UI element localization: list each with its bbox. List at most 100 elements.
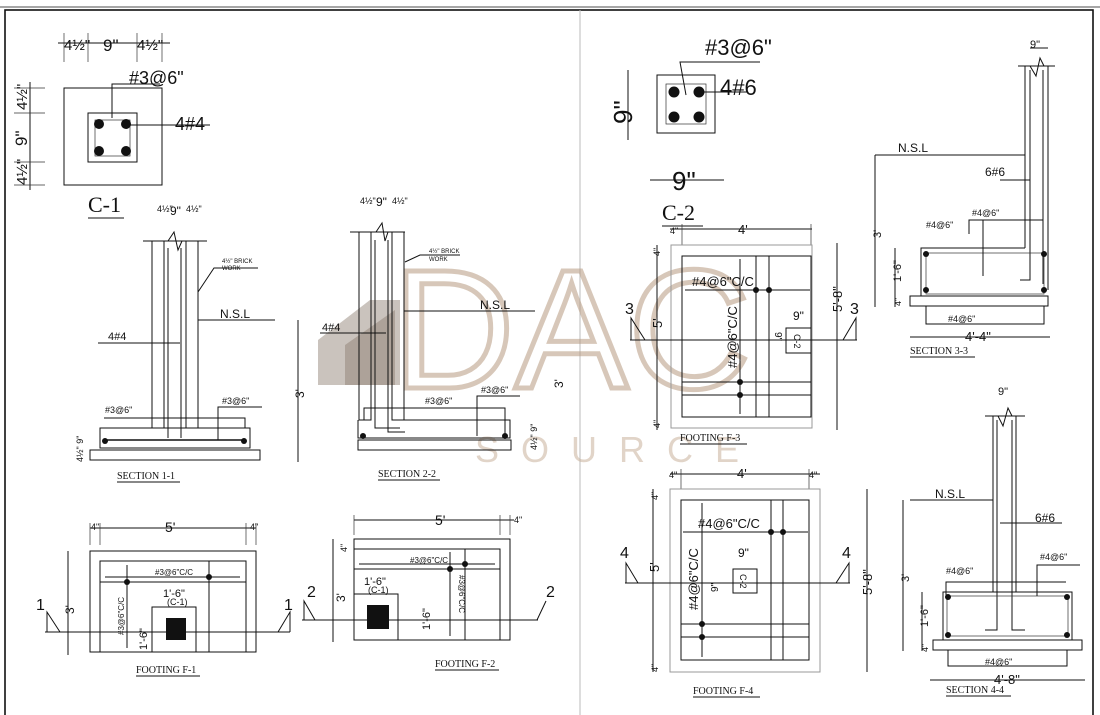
f4-offset-top: 4" [650,492,660,500]
c2-title: C-2 [662,200,695,225]
f2-height: 3' [334,593,348,602]
f1-width: 5' [165,519,175,535]
f2-width: 5' [435,512,445,528]
f3-section-mark-right: 3 [850,301,859,318]
f4-col-tag: C-2 [738,574,748,589]
s44-nsl-label: N.S.L [935,487,965,501]
section-2-2: 4½" 9" 4½" 4½" BRICK WORK N.S.L 4#4 #3@6… [320,195,566,481]
s11-tie-left: #3@6" [105,405,132,415]
f3-col-tag: C-2 [792,334,802,349]
s22-tie-left: #3@6" [425,396,452,406]
s11-dim-right: 4½" [186,204,202,214]
f1-height: 3' [63,605,77,614]
f3-offset-top: 4" [652,248,662,256]
s33-nsl-label: N.S.L [898,141,928,155]
f4-title: FOOTING F-4 [693,686,753,697]
f4-section-mark-left: 4 [620,545,629,562]
s22-depth: 4½" 9" [529,424,539,450]
s44-height: 3' [900,574,912,582]
f1-col-height: 1'-6" [138,628,150,650]
f2-col-height: 1'-6" [421,608,433,630]
f1-title: FOOTING F-1 [136,665,196,676]
f3-height: 5' [650,318,665,328]
s22-title: SECTION 2-2 [378,469,436,480]
c2-bars-label: 4#6 [720,75,757,100]
f2-bars-v: #3@6"C/C [457,575,466,613]
c1-dim-left: 4½" [64,37,90,54]
watermark-source-text: SOURCE [475,429,761,470]
s11-brick-label-2: WORK [222,266,241,272]
f3-offset: 4" [670,226,678,236]
f4-col-height: 9" [710,582,721,592]
f4-offset-right: 4" [809,470,817,480]
s44-bottom-bars: #4@6" [985,657,1012,667]
c1-tie-label: #3@6" [129,68,184,88]
s33-depth: 1'-6" [892,260,904,282]
f3-section-mark-left: 3 [625,301,634,318]
footing-f3: 4' 4" 4" 4" 5' 5'-8" #4@6"C/C #4@6"C/C 9… [625,222,859,445]
f1-col-width: 1'-6" [163,588,185,600]
c2-dim-h: 9" [608,100,638,124]
s11-height: 3' [293,389,307,398]
s22-dim-mid: 9" [376,195,387,209]
f2-col-tag: (C-1) [368,585,389,595]
f2-offset-top: 4" [339,544,349,552]
c1-title: C-1 [88,192,121,217]
f4-bars-v: #4@6"C/C [686,548,701,610]
f2-section-mark-right: 2 [546,584,555,601]
f1-offset-right: 4" [250,522,258,532]
s11-tie-right: #3@6" [222,396,249,406]
s44-top-bars-right: #4@6" [1040,552,1067,562]
s44-title: SECTION 4-4 [946,685,1004,696]
s22-nsl-label: N.S.L [480,298,510,312]
f2-bars-h: #3@6"C/C [410,556,448,565]
s11-title: SECTION 1-1 [117,471,175,482]
s22-brick-label-2: WORK [429,257,448,263]
s22-dim-left: 4½" [360,196,376,206]
f3-width: 4' [738,222,748,237]
footing-f4: 4' 4" 4" 4" 4" 5' 5'-8" #4@6"C/C #4@6"C/… [620,466,875,698]
f2-col-width: 1'-6" [364,576,386,588]
f1-bars-v: #3@6"C/C [117,597,126,635]
s33-bars-label: 6#6 [985,165,1005,179]
c1-dim-right: 4½" [137,37,163,54]
f1-bars-h: #3@6"C/C [155,568,193,577]
f4-width: 4' [737,466,747,481]
column-c2-detail: #3@6" 4#6 9" 9" C-2 [608,35,772,227]
f1-col-tag: (C-1) [167,597,188,607]
c2-dim-w: 9" [672,166,696,196]
f4-col-width: 9" [738,546,749,560]
section-4-4: 9" N.S.L 6#6 #4@6" #4@6" #4@6" 3' 1'-6" … [900,386,1085,697]
f3-title: FOOTING F-3 [680,433,740,444]
c1-dim-mid: 9" [103,36,119,55]
f3-col-height: 9" [772,332,783,342]
s11-bars-label: 4#4 [108,331,126,343]
s22-tie-right: #3@6" [481,385,508,395]
s33-width: 4'-4" [965,329,991,344]
f3-bars-v: #4@6"C/C [725,306,740,368]
c1-dim-vmid: 9" [12,131,31,147]
f4-section-mark-right: 4 [842,545,851,562]
f1-section-mark-left: 1 [36,597,45,614]
s33-col-width: 9" [1030,39,1040,51]
s44-top-bars-left: #4@6" [946,566,973,576]
section-1-1: 4½" 9" 4½" 4½" BRICK WORK N.S.L 4#4 #3@6… [75,204,307,483]
s33-title: SECTION 3-3 [910,346,968,357]
s22-bars-label: 4#4 [322,322,340,334]
footing-f1: 5' 4" 4" 3' #3@6"C/C #3@6"C/C 1'-6" (C-1… [36,519,293,677]
s22-height: 3' [552,379,566,388]
f2-title: FOOTING F-2 [435,659,495,670]
s44-depth: 1'-6" [919,605,931,627]
f4-offset-left: 4" [669,470,677,480]
s33-top-bars-left: #4@6" [926,220,953,230]
f1-section-mark-right: 1 [284,597,293,614]
s22-brick-label: 4½" BRICK [429,248,459,255]
s11-dim-left: 4½" [157,204,173,214]
s44-width: 4'-8" [994,672,1020,687]
c1-dim-bottom: 4½" [14,159,31,185]
s33-top-bars-right: #4@6" [972,208,999,218]
f1-offset-left: 4" [91,522,99,532]
column-c1-detail: 4½" 9" 4½" #3@6" 4#4 4½" 9" 4½" C-1 [12,33,210,219]
